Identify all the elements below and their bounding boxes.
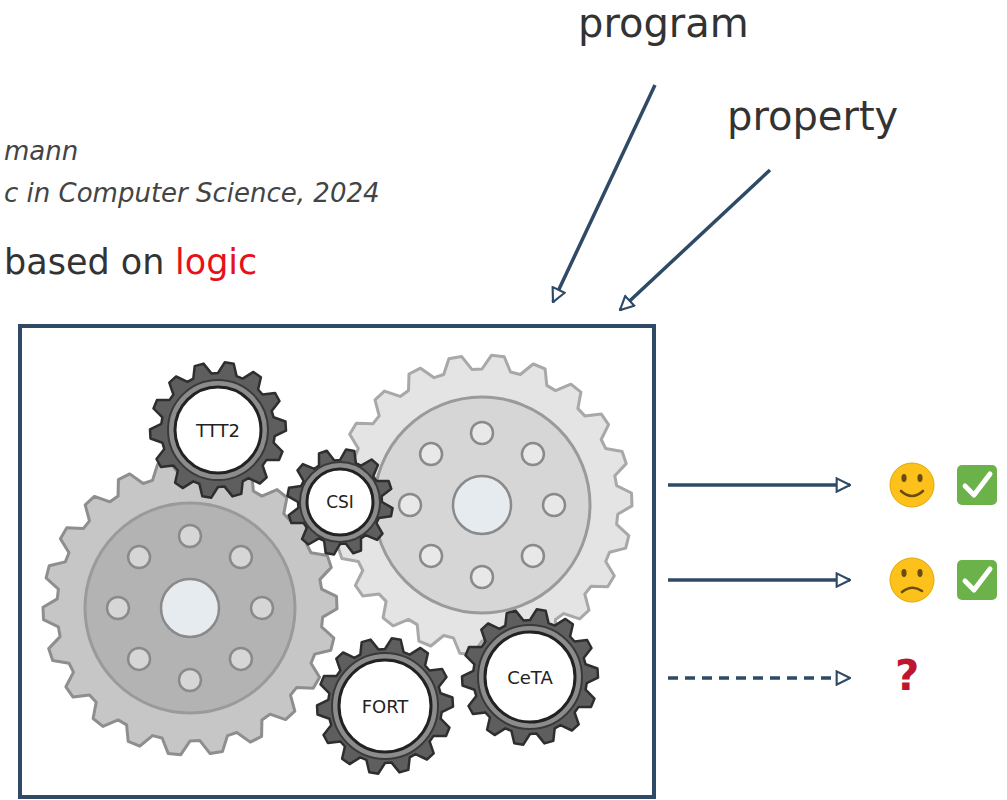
input-arrow — [553, 85, 655, 302]
output-arrow-dashed — [668, 676, 850, 680]
tool-gear: CSI — [285, 447, 395, 557]
gear-hole — [128, 648, 150, 670]
venue-note: c in Computer Science, 2024 — [4, 178, 380, 208]
check-box — [957, 560, 997, 600]
author-note: mann — [4, 136, 78, 166]
gear-disc — [85, 503, 295, 713]
gear-hole — [399, 494, 421, 516]
tool-name: CSI — [285, 447, 395, 557]
tool-name: FORT — [315, 636, 455, 776]
subtitle: based on — [4, 242, 164, 282]
gear-disc — [374, 397, 590, 613]
gear-body — [43, 461, 337, 754]
gear-hole — [107, 597, 129, 619]
gear-hole — [543, 494, 565, 516]
gear-hub — [453, 476, 511, 534]
tool-box — [20, 326, 654, 797]
output-arrow — [668, 483, 850, 487]
tool-gear: TTT2 — [148, 360, 288, 500]
gear-hole — [522, 443, 544, 465]
tool-gear: CeTA — [460, 607, 600, 747]
subtitle-emphasis: logic — [175, 242, 257, 282]
gear-hole — [230, 546, 252, 568]
gear-hole — [251, 597, 273, 619]
gear-hole — [420, 443, 442, 465]
gear-hole — [522, 545, 544, 567]
gear-hole — [471, 566, 493, 588]
input-arrow — [620, 170, 770, 310]
gear-hole — [420, 545, 442, 567]
gear-hole — [230, 648, 252, 670]
input-label: property — [727, 93, 898, 139]
smiley-sad — [890, 558, 934, 602]
unknown-mark: ? — [895, 651, 919, 700]
gear-hole — [179, 525, 201, 547]
smiley-happy — [890, 463, 934, 507]
tool-name: TTT2 — [148, 360, 288, 500]
gear-hub — [161, 579, 219, 637]
gear-hole — [128, 546, 150, 568]
tool-name: CeTA — [460, 607, 600, 747]
check-box — [957, 465, 997, 505]
big-gear — [43, 461, 337, 754]
gear-hole — [179, 669, 201, 691]
gear-hole — [471, 422, 493, 444]
input-label: program — [578, 0, 749, 46]
tool-gear: FORT — [315, 636, 455, 776]
output-arrow — [668, 578, 850, 582]
